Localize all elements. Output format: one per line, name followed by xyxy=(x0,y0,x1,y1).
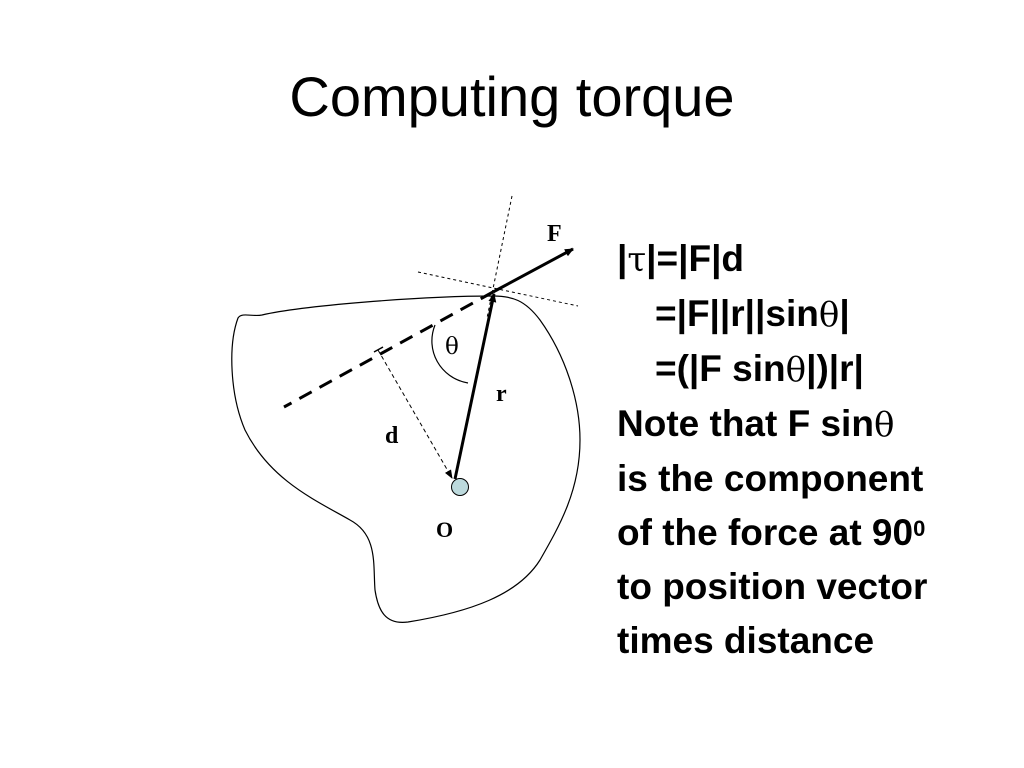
equation-line-1: |τ|=|F|d xyxy=(617,238,745,280)
equation-line-2: =|F||r||sinθ| xyxy=(655,293,850,335)
position-vector-arrow xyxy=(453,293,497,480)
note-line-3: of the force at 900 xyxy=(617,512,926,553)
torque-explanation: |τ|=|F|d =|F||r||sinθ| =(|F sinθ|)|r| No… xyxy=(617,232,1017,668)
lever-arm-tick xyxy=(373,346,384,353)
force-vector-arrow xyxy=(492,247,574,294)
extended-force-line xyxy=(283,290,494,409)
origin-label: O xyxy=(436,517,453,542)
note-line-1: Note that F sinθ xyxy=(617,403,895,445)
angle-arc xyxy=(431,324,469,384)
note-line-2: is the component xyxy=(617,458,924,499)
position-vector-label: r xyxy=(496,381,507,407)
equation-line-3: =(|F sinθ|)|r| xyxy=(655,348,864,390)
distance-label: d xyxy=(385,423,399,449)
note-line-5: times distance xyxy=(617,620,875,661)
lever-arm-arrow xyxy=(377,349,453,479)
note-line-4: to position vector xyxy=(617,566,928,607)
tau-symbol: τ xyxy=(627,240,647,280)
rigid-body-outline xyxy=(231,295,581,623)
slide-title: Computing torque xyxy=(289,65,735,128)
force-label: F xyxy=(547,221,562,247)
angle-label: θ xyxy=(445,334,459,360)
origin-point xyxy=(451,478,469,496)
position-extension-line xyxy=(486,195,513,319)
